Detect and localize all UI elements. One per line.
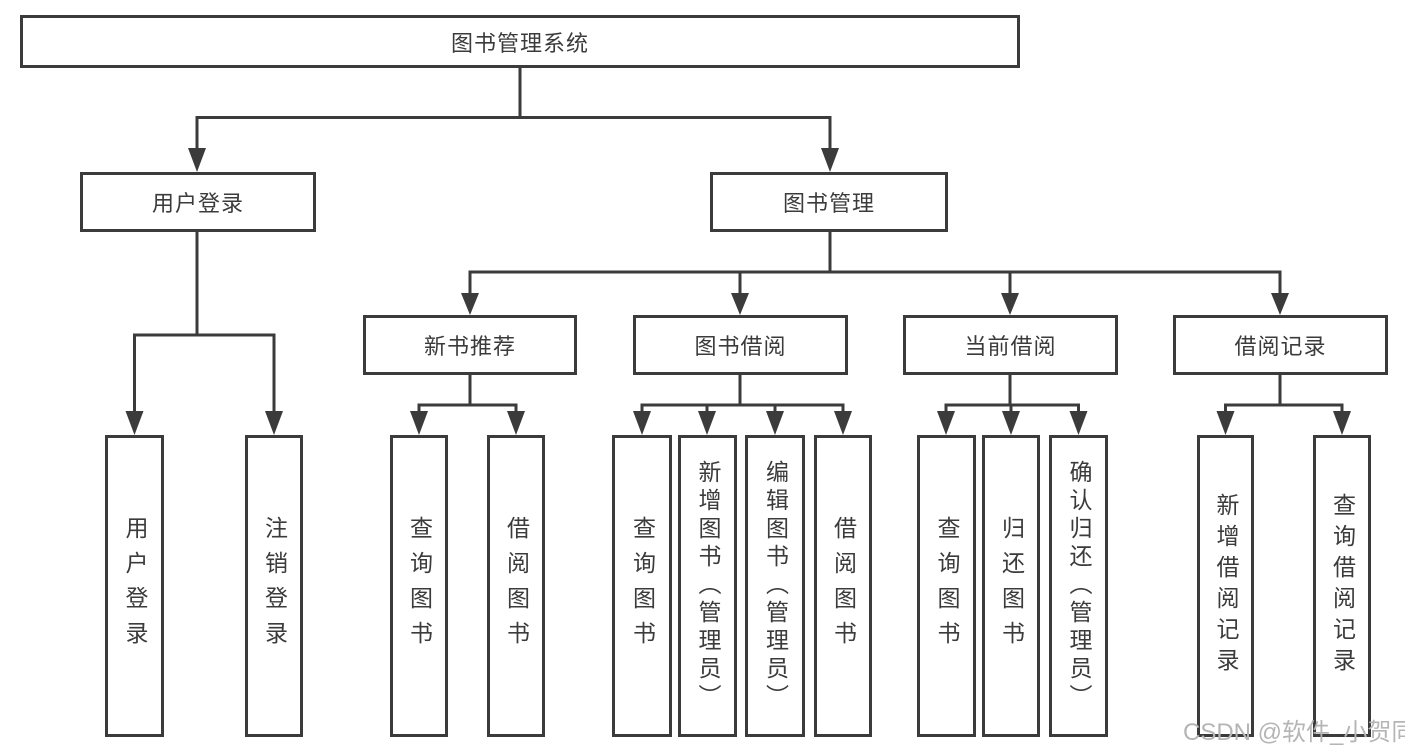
node-library-management-system: 图书管理系统 — [20, 15, 1020, 68]
leaf-label: 编辑图书（管理员） — [762, 460, 789, 712]
node-label: 新书推荐 — [423, 334, 516, 359]
leaf-add-books-admin: 新增图书（管理员） — [678, 435, 737, 737]
leaf-label: 查询图书 — [406, 516, 433, 656]
csdn-watermark: CSDN @软件_小贺同学 — [1183, 719, 1405, 746]
node-label: 图书管理系统 — [450, 30, 589, 56]
leaf-edit-books-admin: 编辑图书（管理员） — [745, 435, 805, 737]
node-new-book-recommend: 新书推荐 — [363, 315, 577, 375]
leaf-add-borrow-record: 新增借阅记录 — [1197, 435, 1254, 737]
node-book-management: 图书管理 — [710, 172, 948, 232]
node-book-borrow: 图书借阅 — [633, 315, 848, 375]
leaf-query-borrow-record: 查询借阅记录 — [1313, 435, 1371, 737]
leaf-label: 注销登录 — [261, 516, 288, 656]
leaf-logout: 注销登录 — [245, 435, 303, 737]
leaf-query-books: 查询图书 — [917, 435, 976, 737]
leaf-borrow-books: 借阅图书 — [487, 435, 545, 737]
node-user-login: 用户登录 — [80, 172, 316, 232]
leaf-borrow-books: 借阅图书 — [814, 435, 872, 737]
node-label: 当前借阅 — [964, 334, 1057, 359]
leaf-user-login: 用户登录 — [105, 435, 164, 737]
leaf-label: 查询借阅记录 — [1329, 493, 1356, 679]
leaf-label: 用户登录 — [122, 516, 148, 656]
leaf-label: 新增图书（管理员） — [695, 460, 721, 712]
leaf-return-books: 归还图书 — [982, 435, 1040, 737]
node-label: 借阅记录 — [1234, 334, 1327, 359]
node-label: 用户登录 — [151, 191, 244, 216]
leaf-label: 借阅图书 — [830, 516, 857, 656]
leaf-label: 新增借阅记录 — [1213, 493, 1239, 679]
node-current-borrow: 当前借阅 — [903, 315, 1118, 375]
leaf-query-books: 查询图书 — [612, 435, 672, 737]
leaf-confirm-return-admin: 确认归还（管理员） — [1049, 435, 1108, 737]
node-label: 图书管理 — [782, 191, 875, 216]
leaf-label: 借阅图书 — [503, 516, 530, 656]
leaf-query-books: 查询图书 — [390, 435, 448, 737]
node-borrow-records: 借阅记录 — [1173, 315, 1388, 375]
leaf-label: 确认归还（管理员） — [1066, 460, 1092, 712]
leaf-label: 查询图书 — [629, 516, 656, 656]
node-label: 图书借阅 — [694, 334, 787, 359]
leaf-label: 查询图书 — [934, 516, 960, 656]
leaf-label: 归还图书 — [998, 516, 1025, 656]
